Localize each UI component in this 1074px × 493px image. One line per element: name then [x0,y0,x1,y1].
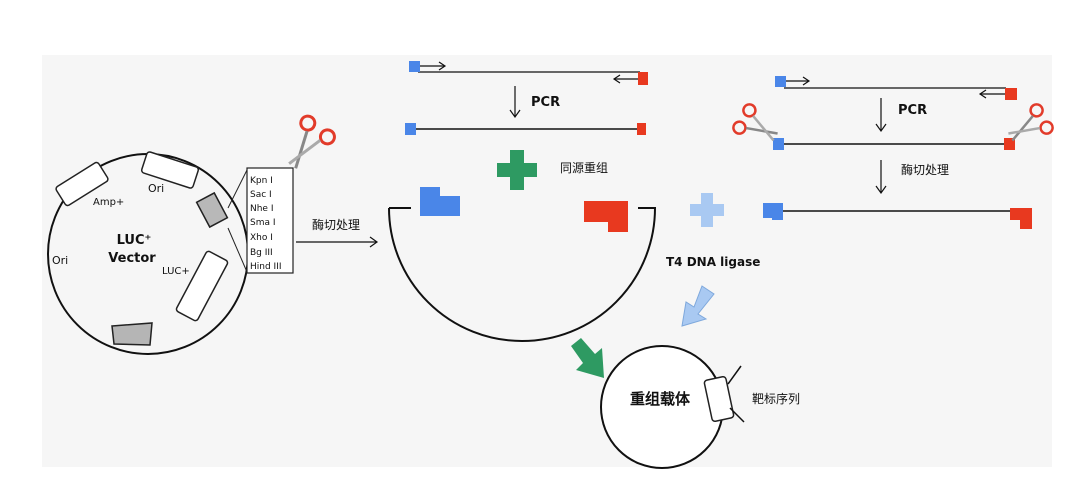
blue-primer-top [409,61,420,72]
mcs-site: Sac I [250,190,272,200]
pcr-label-top: PCR [531,95,560,110]
luc-vector-plasmid: LUC⁺ Vector Ori Ori Amp+ LUC+ [47,151,249,355]
luc-gene-box [175,250,229,322]
red-overhang [584,201,628,232]
mcs-frame [246,167,294,274]
mcs-leader-top [227,169,248,209]
mcs-leader-bottom [227,227,248,273]
product-red-end-top [637,123,646,135]
recombinant-vector: 重组载体 靶标序列 [600,345,800,469]
homologous-label: 同源重组 [560,161,608,175]
light-blue-plus-icon [690,193,724,227]
recombination-arrow [571,338,604,378]
digest-label-left: 酶切处理 [312,217,360,232]
green-plus-icon [497,150,537,190]
insert-red-end [1010,208,1032,229]
amp-gene-box [55,161,109,207]
insert-blue-end [763,203,783,220]
digest-label-right: 酶切处理 [901,162,949,177]
vector-arc [388,207,657,342]
target-sequence-label: 靶标序列 [752,391,800,406]
vector-name-line2: Vector [108,251,156,266]
blue-overhang [420,187,460,216]
t4-ligase-label: T4 DNA ligase [666,255,760,269]
product-red-end-right [1004,138,1015,150]
mcs-site: Bg III [250,248,273,258]
ori-label-top: Ori [148,182,164,195]
ori-box [140,151,200,189]
amp-label: Amp+ [93,197,124,208]
pcr-right-strand [775,76,1017,100]
scissors-icon-left [732,103,778,142]
scissors-icon [288,114,336,169]
ligation-arrow [681,285,715,327]
mcs-site: Kpn I [250,176,273,186]
linearized-vector [388,187,657,342]
mcs-site: Hind III [250,262,282,272]
promoter-box [195,191,229,229]
target-insert-box [703,375,735,423]
mcs-site: Nhe I [250,204,274,214]
red-primer-right [1005,88,1017,100]
recombinant-label: 重组载体 [630,390,691,408]
mcs-box: Kpn I Sac I Nhe I Sma I Xho I Bg III Hin… [227,167,294,274]
ori-label-left: Ori [52,254,68,267]
pcr-top-strand [409,61,648,85]
blue-primer-right [775,76,786,87]
terminator-box [111,322,153,346]
scissors-icon-right [1008,103,1054,142]
mcs-site: Sma I [250,218,276,228]
luc-label: LUC+ [162,266,190,277]
mcs-site: Xho I [250,233,273,243]
vector-name-line1: LUC⁺ [117,233,152,248]
product-blue-end-top [405,123,416,135]
product-blue-end-right [773,138,784,150]
digest-arrow-left-head [369,236,379,248]
red-primer-top [638,72,648,85]
pcr-label-right: PCR [898,103,927,118]
